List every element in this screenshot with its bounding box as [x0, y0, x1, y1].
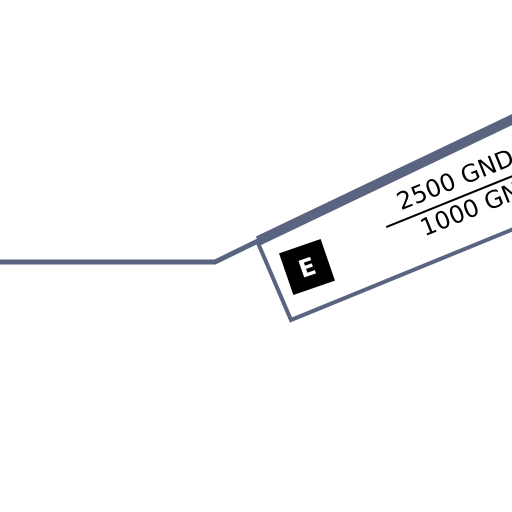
airspace-boundary-line — [0, 237, 262, 265]
airspace-class-badge-bg — [279, 239, 335, 295]
altitude-divider — [385, 158, 512, 229]
airspace-label-top-edge — [255, 114, 512, 246]
airspace-class-badge: E — [279, 239, 335, 295]
